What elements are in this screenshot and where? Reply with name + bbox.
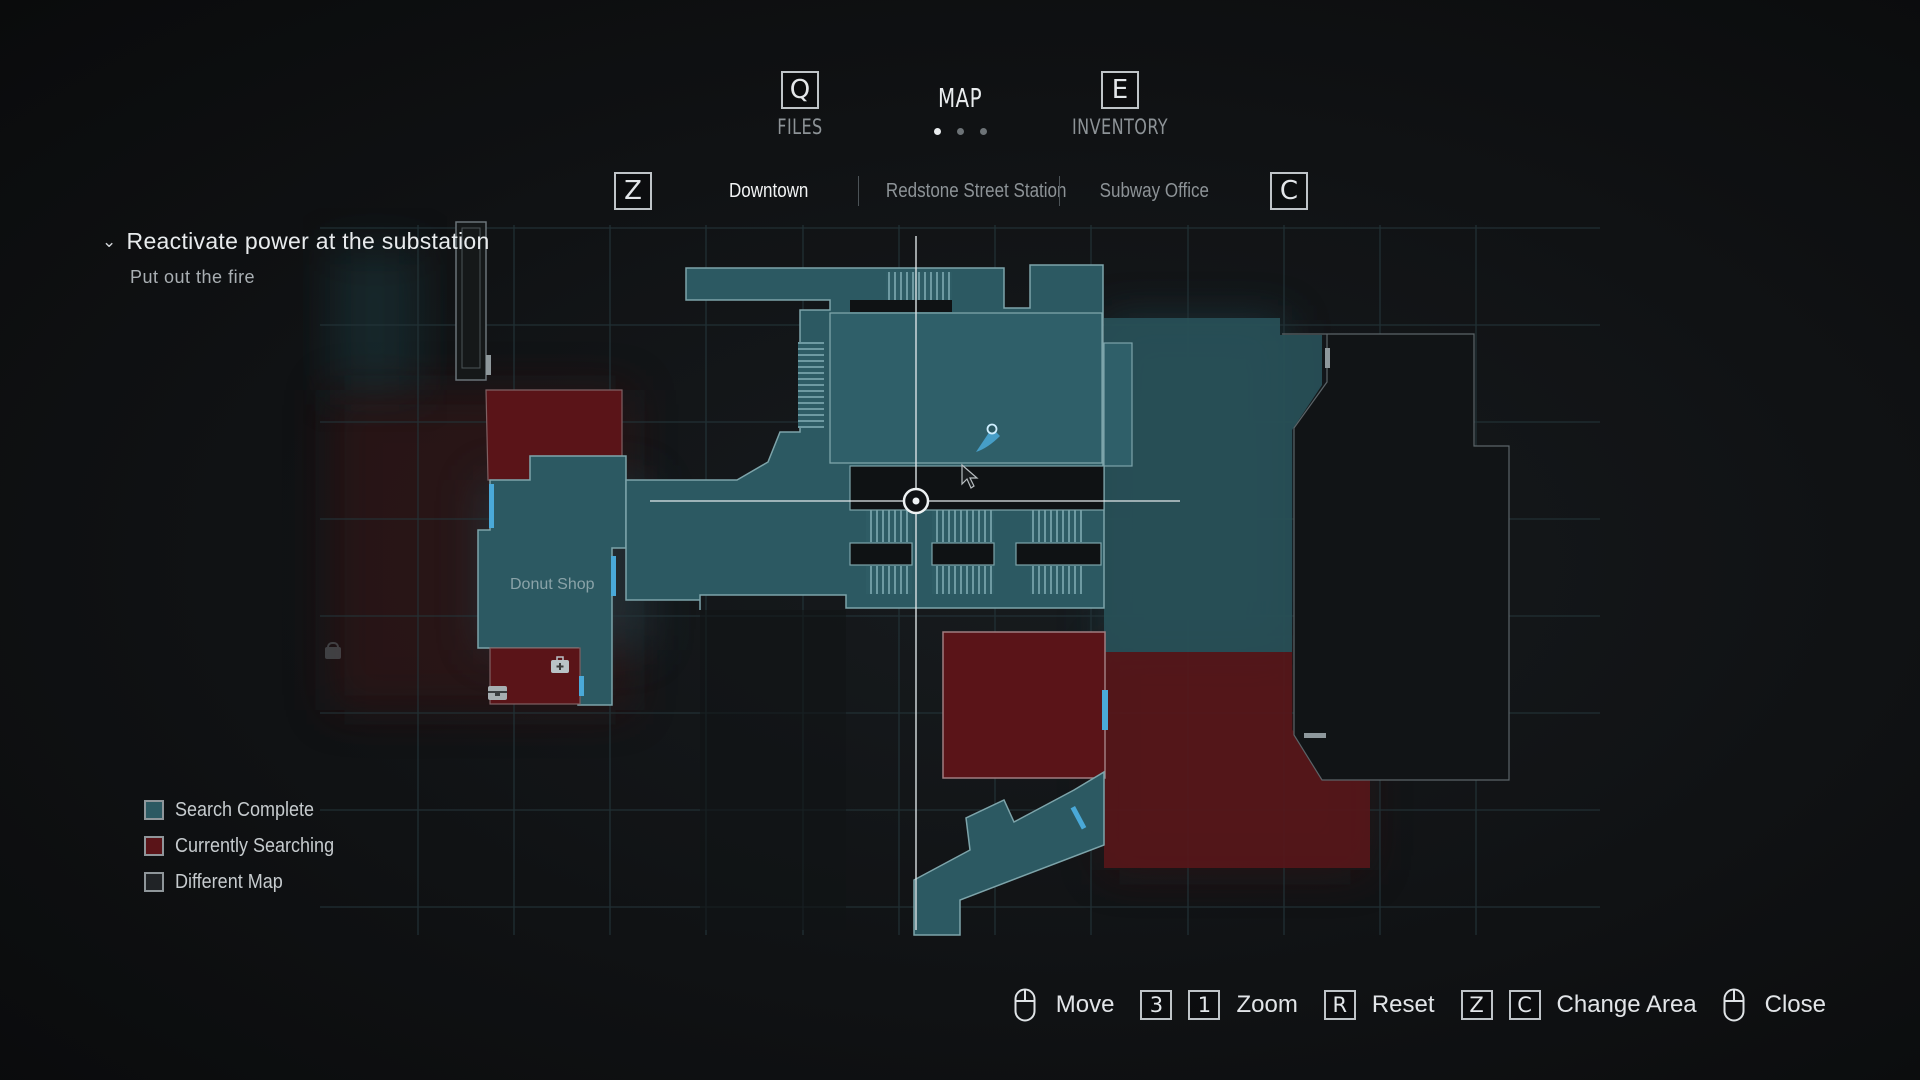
page-dot bbox=[933, 128, 941, 135]
map-door bbox=[611, 556, 616, 596]
map-wall-block-3 bbox=[931, 542, 995, 566]
map-door bbox=[1070, 805, 1087, 830]
tab-inventory[interactable]: E INVENTORY bbox=[1020, 71, 1220, 139]
key-z[interactable]: Z bbox=[1460, 990, 1493, 1020]
legend-item-different-map: Different Map bbox=[144, 864, 352, 900]
legend-swatch-different-map bbox=[144, 872, 164, 892]
map-area-different-south bbox=[700, 610, 846, 930]
legend-swatch-search-complete bbox=[144, 800, 164, 820]
area-separator bbox=[858, 176, 859, 206]
legend-label: Search Complete bbox=[175, 798, 315, 821]
tab-files-label: FILES bbox=[777, 115, 823, 139]
key-e: E bbox=[1101, 71, 1139, 109]
map-stairs-center-5 bbox=[932, 566, 994, 594]
map-stairs-west bbox=[798, 342, 824, 428]
map-area-different-northwest bbox=[455, 221, 487, 381]
map-room-searching-south[interactable] bbox=[942, 631, 1106, 779]
control-reset-label: Reset bbox=[1371, 991, 1435, 1018]
mouse-pointer-icon bbox=[961, 463, 979, 489]
map-door bbox=[1325, 348, 1330, 368]
chevron-down-icon[interactable]: ⌄ bbox=[102, 232, 117, 251]
mouse-icon bbox=[1014, 988, 1036, 1022]
control-move-label: Move bbox=[1055, 991, 1115, 1018]
legend-label: Different Map bbox=[175, 870, 283, 893]
key-1[interactable]: 1 bbox=[1188, 990, 1221, 1020]
objective-sub-text: Put out the fire bbox=[130, 267, 256, 287]
tab-map[interactable]: MAP bbox=[860, 78, 1060, 140]
map-area-explored-east bbox=[1104, 318, 1322, 652]
map-room-north-east-annex bbox=[1103, 342, 1133, 467]
tab-files[interactable]: Q FILES bbox=[700, 71, 900, 139]
legend-item-currently-searching: Currently Searching bbox=[144, 828, 352, 864]
map-door bbox=[1102, 690, 1108, 730]
map-corridor-southeast bbox=[913, 770, 1105, 936]
lock-icon bbox=[325, 642, 341, 659]
map-doors bbox=[489, 484, 1108, 830]
map-wall-block-4 bbox=[1015, 542, 1102, 566]
mouse-icon bbox=[1723, 988, 1745, 1022]
map-page-dots bbox=[860, 122, 1060, 140]
map-stairs-center-4 bbox=[866, 566, 912, 594]
map-legend: Search Complete Currently Searching Diff… bbox=[144, 792, 352, 900]
legend-label: Currently Searching bbox=[175, 834, 335, 857]
page-dot bbox=[979, 128, 987, 135]
map-door bbox=[1304, 733, 1326, 738]
control-close-label: Close bbox=[1764, 991, 1826, 1018]
map-room-north-office bbox=[829, 312, 1103, 464]
area-redstone-street-station[interactable]: Redstone Street Station bbox=[885, 180, 1067, 202]
map-cursor-reticle[interactable] bbox=[902, 487, 930, 515]
area-downtown[interactable]: Downtown bbox=[729, 180, 809, 202]
key-r[interactable]: R bbox=[1323, 990, 1356, 1020]
map-area-different-east bbox=[1282, 333, 1510, 781]
map-stairs-center-3 bbox=[1030, 510, 1082, 542]
legend-item-search-complete: Search Complete bbox=[144, 792, 352, 828]
objective-panel[interactable]: ⌄ Reactivate power at the substation Put … bbox=[102, 228, 490, 288]
map-wall-block-2 bbox=[849, 542, 913, 566]
map-stairs-north bbox=[886, 272, 952, 300]
map-stairs-center-1 bbox=[866, 510, 912, 542]
map-stairs-center-6 bbox=[1030, 566, 1082, 594]
tab-inventory-label: INVENTORY bbox=[1072, 115, 1168, 139]
map-room-label-donut-shop: Donut Shop bbox=[510, 576, 595, 593]
area-separator bbox=[1059, 176, 1060, 206]
key-z-prev-area[interactable]: Z bbox=[614, 172, 652, 210]
objective-main: ⌄ Reactivate power at the substation bbox=[102, 228, 490, 255]
map-door bbox=[489, 484, 494, 528]
map-door bbox=[579, 676, 584, 696]
tab-map-label: MAP bbox=[937, 84, 983, 114]
map-wall-block-5 bbox=[850, 300, 952, 312]
control-zoom-label: Zoom bbox=[1236, 991, 1298, 1018]
control-change-area-label: Change Area bbox=[1556, 991, 1697, 1018]
first-aid-icon[interactable] bbox=[551, 656, 569, 673]
objective-main-text: Reactivate power at the substation bbox=[126, 228, 490, 254]
page-dot bbox=[956, 128, 964, 135]
map-wall-block-1 bbox=[849, 465, 1105, 511]
map-area-searching-east bbox=[1104, 652, 1370, 868]
item-box-icon[interactable] bbox=[488, 686, 507, 700]
map-stairs-center-2 bbox=[932, 510, 994, 542]
key-q: Q bbox=[781, 71, 819, 109]
key-3[interactable]: 3 bbox=[1140, 990, 1173, 1020]
player-marker-icon bbox=[976, 423, 1000, 452]
control-hints: Move 3 1 Zoom R Reset Z C Change Area Cl… bbox=[1014, 988, 1826, 1022]
map-door bbox=[486, 355, 491, 375]
area-selector: Z Downtown Redstone Street Station Subwa… bbox=[614, 172, 1310, 214]
legend-swatch-currently-searching bbox=[144, 836, 164, 856]
map-grey-doors bbox=[486, 348, 1330, 738]
key-c[interactable]: C bbox=[1508, 990, 1541, 1020]
key-c-next-area[interactable]: C bbox=[1270, 172, 1308, 210]
area-subway-office[interactable]: Subway Office bbox=[1099, 180, 1209, 202]
